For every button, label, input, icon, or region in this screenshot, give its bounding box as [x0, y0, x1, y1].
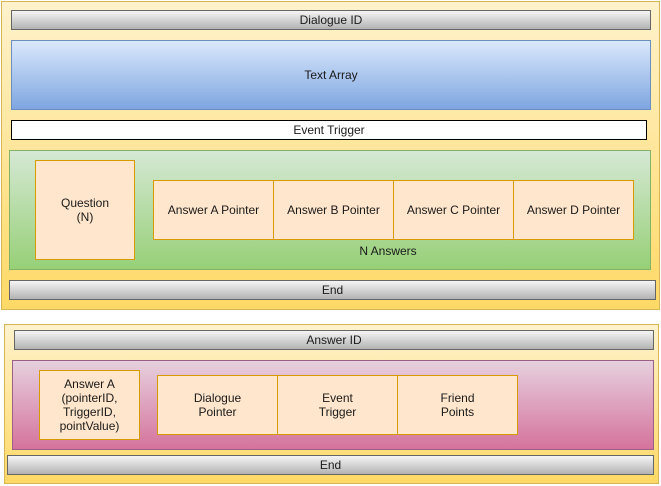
answer-d-pointer-cell: Answer D Pointer	[513, 180, 634, 240]
answer-a-cell: Answer A (pointerID, TriggerID, pointVal…	[39, 370, 140, 440]
text-array-block: Text Array	[11, 40, 651, 110]
answer-b-pointer-cell: Answer B Pointer	[273, 180, 394, 240]
answer-c-pointer-cell: Answer C Pointer	[393, 180, 514, 240]
answer-id-bar: Answer ID	[14, 330, 654, 350]
event-trigger-cell: Event Trigger	[277, 375, 398, 435]
answer-end-bar: End	[7, 455, 654, 475]
n-answers-label: N Answers	[359, 244, 417, 258]
answer-a-pointer-cell: Answer A Pointer	[153, 180, 274, 240]
event-trigger-block: Event Trigger	[11, 120, 647, 140]
dialogue-end-bar: End	[9, 280, 656, 300]
dialogue-id-bar: Dialogue ID	[11, 10, 651, 30]
question-cell: Question (N)	[35, 160, 135, 260]
dialogue-pointer-cell: Dialogue Pointer	[157, 375, 278, 435]
friend-points-cell: Friend Points	[397, 375, 518, 435]
